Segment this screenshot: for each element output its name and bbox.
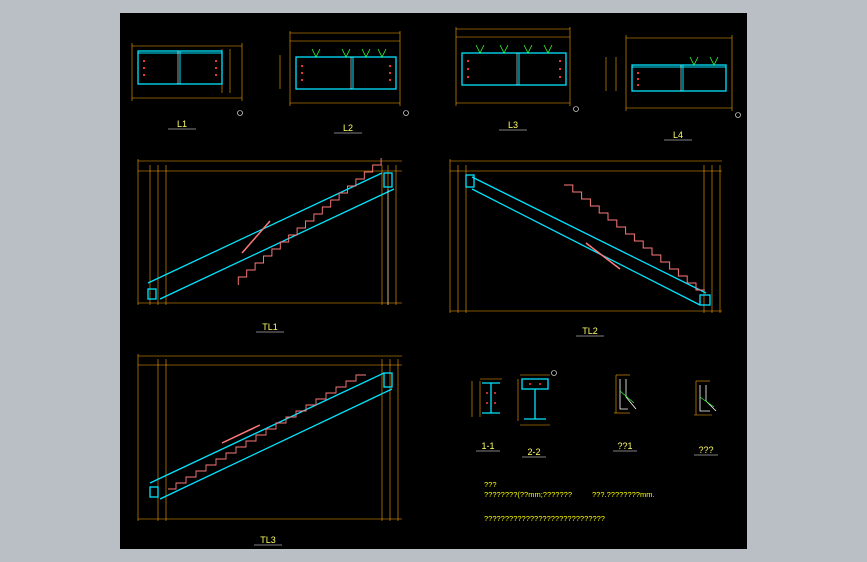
section-label-1-1: 1-1	[481, 441, 494, 451]
beam-label-l1: L1	[177, 119, 187, 129]
section-1-1: 1-1	[471, 378, 502, 452]
node-detail-1: ??1	[613, 374, 637, 452]
beam-label-l4: L4	[673, 130, 683, 140]
stair-label-tl2: TL2	[582, 326, 598, 336]
beam-l2-detail: L2	[279, 31, 409, 134]
beam-label-l2: L2	[343, 123, 353, 133]
stair-tl2-elevation: TL2	[449, 159, 722, 337]
cad-drawing: L1 L2	[131, 27, 741, 546]
notes-line-1b: ???.????????mm.	[592, 490, 655, 499]
notes-line-1a: ????????(??mm;???????	[484, 490, 572, 499]
notes-line-2: ?????????????????????????????	[484, 514, 605, 523]
section-2-2: 2-2	[517, 370, 557, 458]
detail-label-1: ??1	[617, 441, 632, 451]
stair-tl3-elevation: TL3	[137, 354, 402, 546]
section-label-2-2: 2-2	[527, 447, 540, 457]
beam-l1-detail: L1	[131, 43, 243, 130]
notes-heading: ???	[484, 480, 497, 489]
stair-tl3-steps	[168, 374, 366, 490]
stair-label-tl3: TL3	[260, 535, 276, 545]
node-detail-2: ???	[694, 380, 718, 456]
detail-label-2: ???	[698, 445, 713, 455]
beam-l4-detail: L4	[605, 35, 741, 141]
beam-label-l3: L3	[508, 120, 518, 130]
stair-tl1-steps	[237, 158, 382, 285]
stair-tl2-steps	[564, 184, 705, 291]
beam-l3-detail: L3	[455, 27, 579, 131]
stair-tl1-elevation: TL1	[137, 158, 402, 333]
drawing-sheet: L1 L2	[120, 13, 747, 549]
stair-label-tl1: TL1	[262, 322, 278, 332]
drawing-notes: ??? ????????(??mm;??????? ???.????????mm…	[484, 480, 655, 523]
